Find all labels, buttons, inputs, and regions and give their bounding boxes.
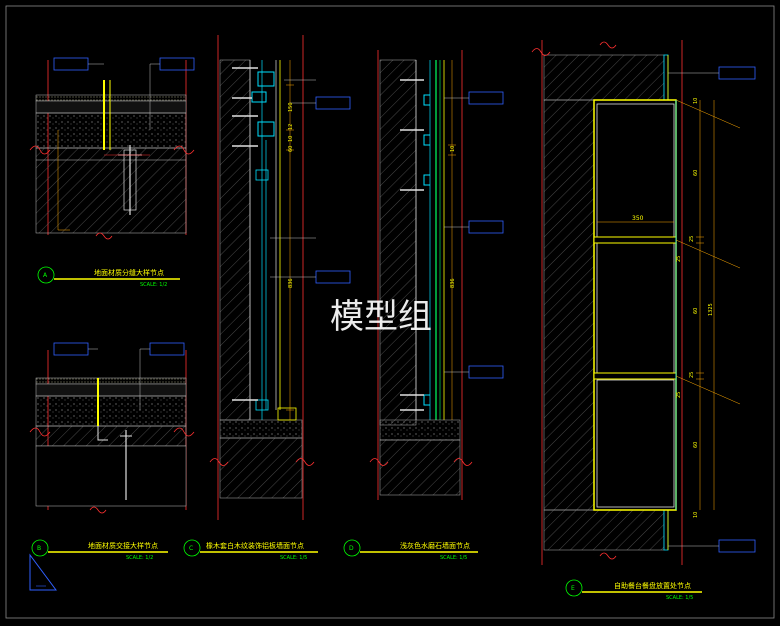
detail-d-drawing bbox=[369, 50, 504, 500]
dim-e-width: 350 bbox=[632, 215, 644, 222]
detail-scale-d: SCALE: 1/5 bbox=[440, 555, 467, 561]
detail-scale-c: SCALE: 1/5 bbox=[280, 555, 307, 561]
watermark-text: 模型组 bbox=[330, 297, 432, 337]
dim-e-s2: 60 bbox=[693, 308, 699, 314]
dim-e-c: 25 bbox=[689, 372, 695, 378]
detail-title-b: 地面材质交接大样节点 bbox=[88, 541, 158, 550]
dim-e-f: 10 bbox=[693, 512, 699, 518]
dim-c-a: 10 bbox=[288, 136, 294, 142]
dim-e-e: 10 bbox=[693, 98, 699, 104]
detail-marker-b bbox=[31, 539, 49, 557]
title-block-a: A 地面材质分缝大样节点 SCALE: 1/2 bbox=[37, 266, 180, 288]
detail-title-d: 浅灰色水磨石墙面节点 bbox=[400, 541, 470, 550]
dim-d-a: 10 bbox=[450, 146, 456, 152]
dim-c-total: 836 bbox=[288, 278, 294, 288]
detail-number-a: A bbox=[43, 272, 48, 279]
detail-e-drawing bbox=[531, 40, 756, 565]
dim-c-top: 150 bbox=[288, 102, 294, 112]
dim-e-s1: 60 bbox=[693, 170, 699, 176]
dim-c-c: 12 bbox=[288, 124, 294, 130]
detail-title-c: 橡木套白木纹装饰铝板墙面节点 bbox=[206, 541, 304, 550]
dim-e-d: 25 bbox=[676, 392, 682, 398]
dim-c-b: 60 bbox=[288, 146, 294, 152]
detail-b-drawing bbox=[29, 342, 195, 591]
title-block-e: E 自助餐台餐盘放置处节点 SCALE: 1/5 bbox=[565, 579, 702, 601]
detail-scale-b: SCALE: 1/2 bbox=[126, 555, 153, 561]
detail-title-a: 地面材质分缝大样节点 bbox=[94, 268, 164, 277]
detail-marker-c bbox=[183, 539, 201, 557]
dim-e-total: 1325 bbox=[708, 303, 714, 316]
title-block-c: C 橡木套白木纹装饰铝板墙面节点 SCALE: 1/5 bbox=[183, 539, 318, 561]
detail-marker-e bbox=[565, 579, 583, 597]
dim-e-s3: 60 bbox=[693, 442, 699, 448]
detail-scale-a: SCALE: 1/2 bbox=[140, 282, 167, 288]
detail-scale-e: SCALE: 1/5 bbox=[666, 595, 693, 601]
detail-number-e: E bbox=[571, 585, 575, 592]
detail-marker-d bbox=[343, 539, 361, 557]
dim-e-b: 25 bbox=[676, 256, 682, 262]
detail-number-c: C bbox=[189, 545, 193, 552]
detail-number-b: B bbox=[37, 545, 41, 552]
dim-d-total: 836 bbox=[450, 278, 456, 288]
detail-a-drawing bbox=[29, 57, 195, 240]
detail-title-e: 自助餐台餐盘放置处节点 bbox=[614, 581, 691, 590]
title-block-b: B 地面材质交接大样节点 SCALE: 1/2 bbox=[31, 539, 168, 561]
drawing-border bbox=[5, 5, 775, 619]
title-block-d: D 浅灰色水磨石墙面节点 SCALE: 1/5 bbox=[343, 539, 478, 561]
detail-c-drawing bbox=[209, 35, 351, 520]
detail-number-d: D bbox=[349, 545, 354, 552]
detail-marker-a bbox=[37, 266, 55, 284]
dim-e-a: 25 bbox=[689, 236, 695, 242]
